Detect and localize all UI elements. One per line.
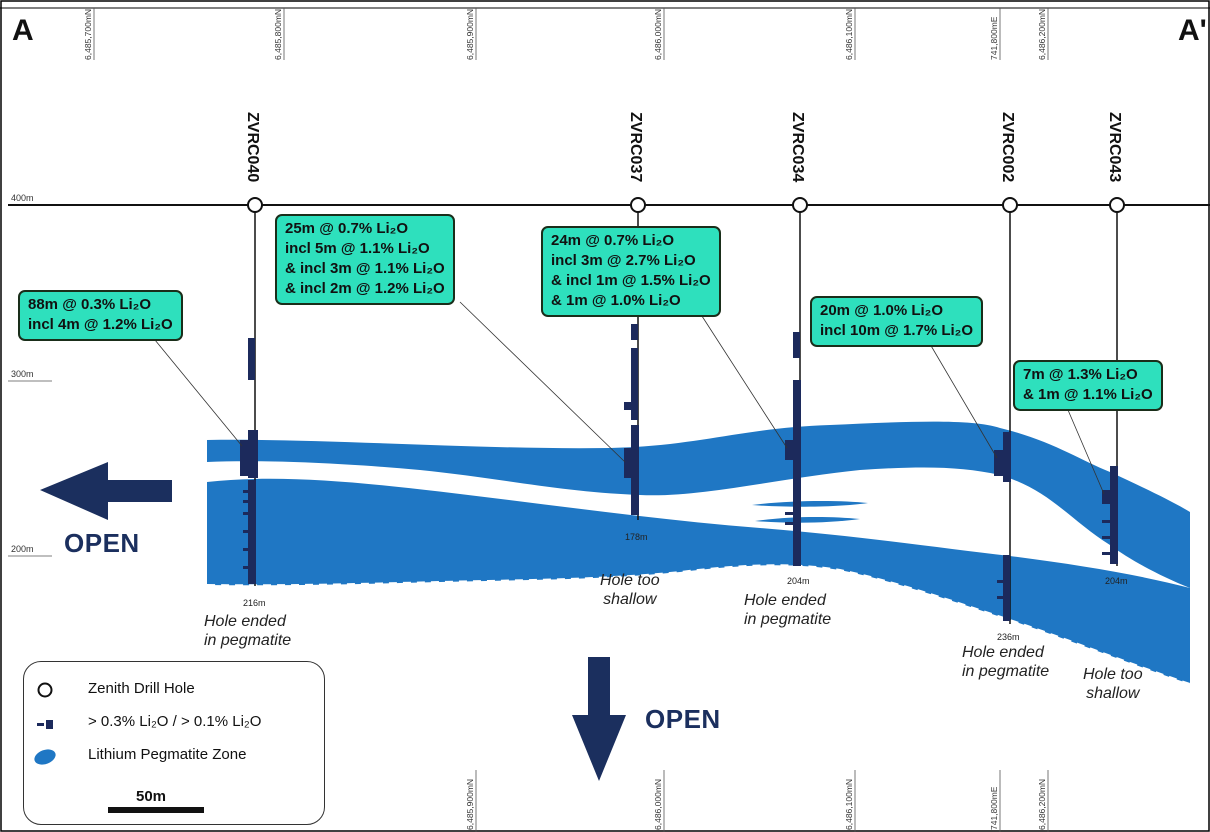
elevation-label-200m: 200m (11, 544, 34, 554)
callout-line: & incl 1m @ 1.5% Li₂O (551, 272, 711, 289)
callout-line: & incl 3m @ 1.1% Li₂O (285, 260, 445, 277)
pegmatite-lens-1 (752, 500, 868, 507)
callout-line: 88m @ 0.3% Li₂O (28, 296, 152, 313)
grid-label-bottom: 6,486,200mN (1037, 779, 1047, 830)
note-zvrc002: Hole ended in pegmatite (962, 643, 1049, 681)
grid-label-bottom: 741,800mE (989, 786, 999, 830)
open-down-arrow-icon (572, 657, 626, 781)
grid-label-top: 6,485,800mN (273, 9, 283, 60)
section-end-label: A' (1178, 14, 1207, 47)
callout-line: & 1m @ 1.0% Li₂O (551, 292, 681, 309)
grid-labels-bottom: 6,485,900mN 6,486,000mN 6,486,100mN 741,… (465, 779, 1047, 830)
callout-line: incl 5m @ 1.1% Li₂O (285, 240, 430, 257)
legend-drill-hole: Zenith Drill Hole (88, 680, 195, 697)
scale-bar-label: 50m (136, 788, 167, 805)
pegmatite-lens-2 (755, 516, 860, 523)
hole-id: ZVRC037 (627, 112, 644, 182)
hole-id-labels: ZVRC040 ZVRC037 ZVRC034 ZVRC002 ZVRC043 (244, 112, 1123, 182)
grid-labels-top: 6,485,700mN 6,485,800mN 6,485,900mN 6,48… (83, 9, 1047, 60)
callout-line: incl 3m @ 2.7% Li₂O (551, 252, 696, 269)
legend: Zenith Drill Hole > 0.3% Li₂O / > 0.1% L… (23, 661, 325, 825)
depth-label: 204m (1105, 576, 1128, 586)
depth-label: 216m (243, 598, 266, 608)
scale-bar (108, 807, 204, 813)
drill-hole-icon (37, 682, 53, 698)
callout-zvrc002: 20m @ 1.0% Li₂O incl 10m @ 1.7% Li₂O (810, 296, 984, 347)
elevation-label-400m: 400m (11, 193, 34, 203)
note-line: Hole ended (744, 592, 826, 609)
section-start-label: A (12, 14, 34, 47)
open-left-arrow-icon (40, 462, 172, 520)
note-zvrc037: Hole too shallow (600, 571, 660, 609)
depth-label: 204m (787, 576, 810, 586)
grid-label-top: 6,486,000mN (653, 9, 663, 60)
callout-zvrc034: 24m @ 0.7% Li₂O incl 3m @ 2.7% Li₂O & in… (541, 226, 721, 317)
drill-hole-icon (792, 197, 808, 213)
grid-label-top: 6,486,200mN (1037, 9, 1047, 60)
open-down-label: OPEN (645, 704, 721, 734)
callout-zvrc037: 25m @ 0.7% Li₂O incl 5m @ 1.1% Li₂O & in… (275, 214, 455, 305)
drill-hole-icon (1002, 197, 1018, 213)
drill-collars (247, 197, 1125, 213)
note-line: shallow (603, 591, 657, 608)
pegmatite-zone-icon (34, 749, 56, 765)
drill-hole-icon (247, 197, 263, 213)
depth-labels: 216m 178m 204m 236m 204m (243, 532, 1128, 642)
note-zvrc043: Hole too shallow (1083, 665, 1143, 703)
depth-label: 178m (625, 532, 648, 542)
note-line: Hole too (600, 572, 660, 589)
grid-label-top: 6,486,100mN (844, 9, 854, 60)
legend-grade: > 0.3% Li₂O / > 0.1% Li₂O (88, 713, 262, 730)
callout-line: & 1m @ 1.1% Li₂O (1023, 386, 1153, 403)
hole-id: ZVRC040 (244, 112, 261, 182)
grade-intercepts (240, 324, 1118, 621)
grid-label-bottom: 6,486,100mN (844, 779, 854, 830)
hole-id: ZVRC002 (999, 112, 1016, 182)
open-left-label: OPEN (64, 528, 140, 558)
callout-line: 24m @ 0.7% Li₂O (551, 232, 675, 249)
grade-low-icon (37, 723, 44, 726)
callout-leaders (154, 301, 1105, 495)
pegmatite-zone-lower (207, 478, 1190, 684)
hole-end-dash-lower (206, 564, 1191, 685)
grid-label-top: 6,485,700mN (83, 9, 93, 60)
legend-symbols (34, 682, 204, 813)
note-line: in pegmatite (744, 611, 832, 628)
note-line: Hole ended (962, 644, 1044, 661)
note-line: in pegmatite (204, 632, 292, 649)
callout-line: 7m @ 1.3% Li₂O (1023, 366, 1138, 383)
elevation-label-300m: 300m (11, 369, 34, 379)
grid-label-bottom: 6,486,000mN (653, 779, 663, 830)
callout-line: incl 10m @ 1.7% Li₂O (820, 322, 974, 339)
grid-ticks-bottom (475, 770, 1049, 832)
note-zvrc040: Hole ended in pegmatite (204, 612, 291, 650)
legend-pegmatite-zone: Lithium Pegmatite Zone (88, 746, 247, 763)
callout-line: 20m @ 1.0% Li₂O (820, 302, 944, 319)
hole-id: ZVRC034 (789, 112, 806, 182)
callout-line: & incl 2m @ 1.2% Li₂O (285, 280, 445, 297)
pegmatite-zone-upper (207, 421, 1190, 588)
callout-line: incl 4m @ 1.2% Li₂O (28, 316, 173, 333)
grid-ticks-top (93, 8, 1049, 60)
note-line: shallow (1086, 685, 1140, 702)
callout-zvrc043: 7m @ 1.3% Li₂O & 1m @ 1.1% Li₂O (1013, 360, 1163, 411)
drill-hole-icon (630, 197, 646, 213)
callout-line: 25m @ 0.7% Li₂O (285, 220, 409, 237)
note-line: in pegmatite (962, 663, 1050, 680)
callout-zvrc040: 88m @ 0.3% Li₂O incl 4m @ 1.2% Li₂O (18, 290, 183, 341)
drill-hole-icon (1109, 197, 1125, 213)
grid-label-bottom: 6,485,900mN (465, 779, 475, 830)
grid-label-top: 741,800mE (989, 16, 999, 60)
note-line: Hole ended (204, 613, 286, 630)
hole-id: ZVRC043 (1106, 112, 1123, 182)
grid-label-top: 6,485,900mN (465, 9, 475, 60)
grade-high-icon (46, 720, 53, 729)
depth-label: 236m (997, 632, 1020, 642)
note-zvrc034: Hole ended in pegmatite (744, 591, 831, 629)
note-line: Hole too (1083, 666, 1143, 683)
